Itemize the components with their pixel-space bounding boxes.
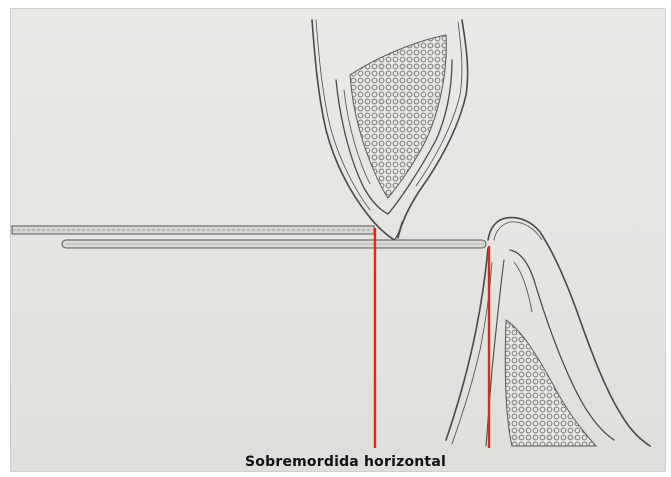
caption-text: Sobremordida horizontal — [225, 454, 446, 470]
lower-horizontal-reference — [62, 240, 486, 248]
figure-caption: Sobremordida horizontal — [0, 454, 671, 470]
upper-horizontal-reference — [12, 226, 374, 234]
overjet-measurement — [375, 228, 489, 448]
lower-bone-pattern — [505, 320, 596, 446]
